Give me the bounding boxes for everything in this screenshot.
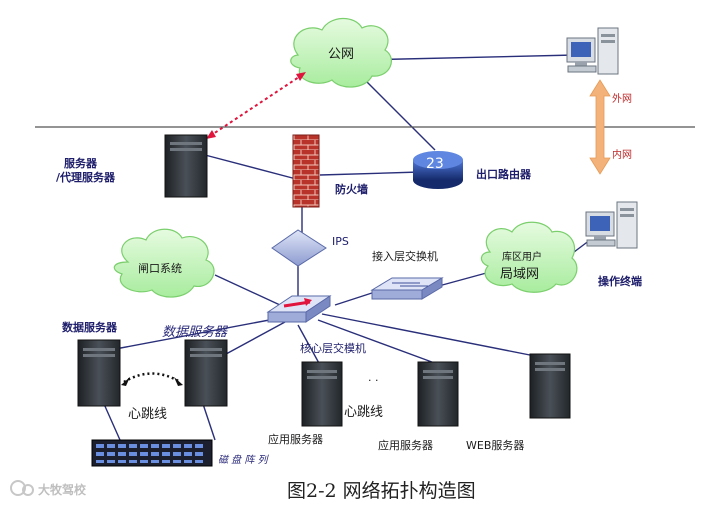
gate-system-cloud: 闸口系统 bbox=[113, 228, 215, 298]
app-server-2-label: 应用服务器 bbox=[378, 438, 433, 452]
outer-inner-arrow: 外网 内网 bbox=[589, 79, 632, 175]
db-server-2-icon bbox=[184, 339, 228, 407]
proxy-server-label-1: 服务器 bbox=[64, 156, 98, 170]
heartbeat-label-left: 心跳线 bbox=[128, 407, 167, 422]
core-switch-icon bbox=[266, 295, 332, 323]
app-server-1-icon bbox=[301, 361, 343, 427]
heartbeat-arrow bbox=[121, 372, 183, 386]
inner-net-label: 内网 bbox=[612, 148, 632, 161]
web-server-icon bbox=[529, 353, 571, 419]
outer-pc-icon bbox=[566, 27, 619, 75]
outer-net-label: 外网 bbox=[612, 93, 632, 105]
ellipsis-label: · · bbox=[368, 374, 379, 387]
links bbox=[99, 54, 591, 441]
access-switch-icon bbox=[370, 277, 444, 300]
internet-cloud: 公网 bbox=[290, 17, 392, 88]
ips-label: IPS bbox=[332, 235, 349, 248]
figure-caption: 图2-2 网络拓扑构造图 bbox=[287, 480, 476, 502]
lan-label-2: 局域网 bbox=[500, 267, 539, 282]
db-server-1-icon bbox=[77, 339, 121, 407]
web-server-label: WEB服务器 bbox=[466, 439, 524, 452]
watermark: 大牧驾校 bbox=[10, 480, 87, 497]
disk-array-label: 磁 盘 阵 列 bbox=[218, 454, 270, 466]
access-switch-label: 接入层交换机 bbox=[372, 249, 438, 263]
router-icon: 23 bbox=[413, 151, 463, 189]
router-number: 23 bbox=[426, 156, 444, 172]
ops-terminal-label: 操作终端 bbox=[598, 274, 642, 288]
internet-label: 公网 bbox=[328, 47, 354, 62]
watermark-text: 大牧驾校 bbox=[38, 482, 87, 497]
disk-array-icon bbox=[91, 439, 213, 467]
lan-label-1: 库区用户 bbox=[502, 250, 542, 263]
app-server-1-label: 应用服务器 bbox=[268, 432, 323, 446]
heartbeat-label-right: 心跳线 bbox=[344, 405, 383, 420]
gate-system-label: 闸口系统 bbox=[138, 262, 182, 275]
ips-icon bbox=[271, 229, 327, 267]
lan-cloud: 库区用户 局域网 bbox=[480, 221, 578, 293]
exit-router-label: 出口路由器 bbox=[476, 167, 532, 181]
db-server-label-italic: 数据服务器 bbox=[162, 325, 228, 340]
app-server-2-icon bbox=[417, 361, 459, 427]
core-switch-label: 核心层交模机 bbox=[300, 341, 366, 355]
proxy-server-icon bbox=[164, 134, 208, 198]
ops-terminal-icon bbox=[585, 201, 638, 249]
db-server-label-bold: 数据服务器 bbox=[62, 320, 118, 334]
proxy-server-label-2: /代理服务器 bbox=[56, 170, 116, 184]
proxy-internet-arrow bbox=[206, 72, 306, 139]
firewall-icon bbox=[292, 134, 320, 208]
firewall-label: 防火墙 bbox=[335, 182, 368, 196]
